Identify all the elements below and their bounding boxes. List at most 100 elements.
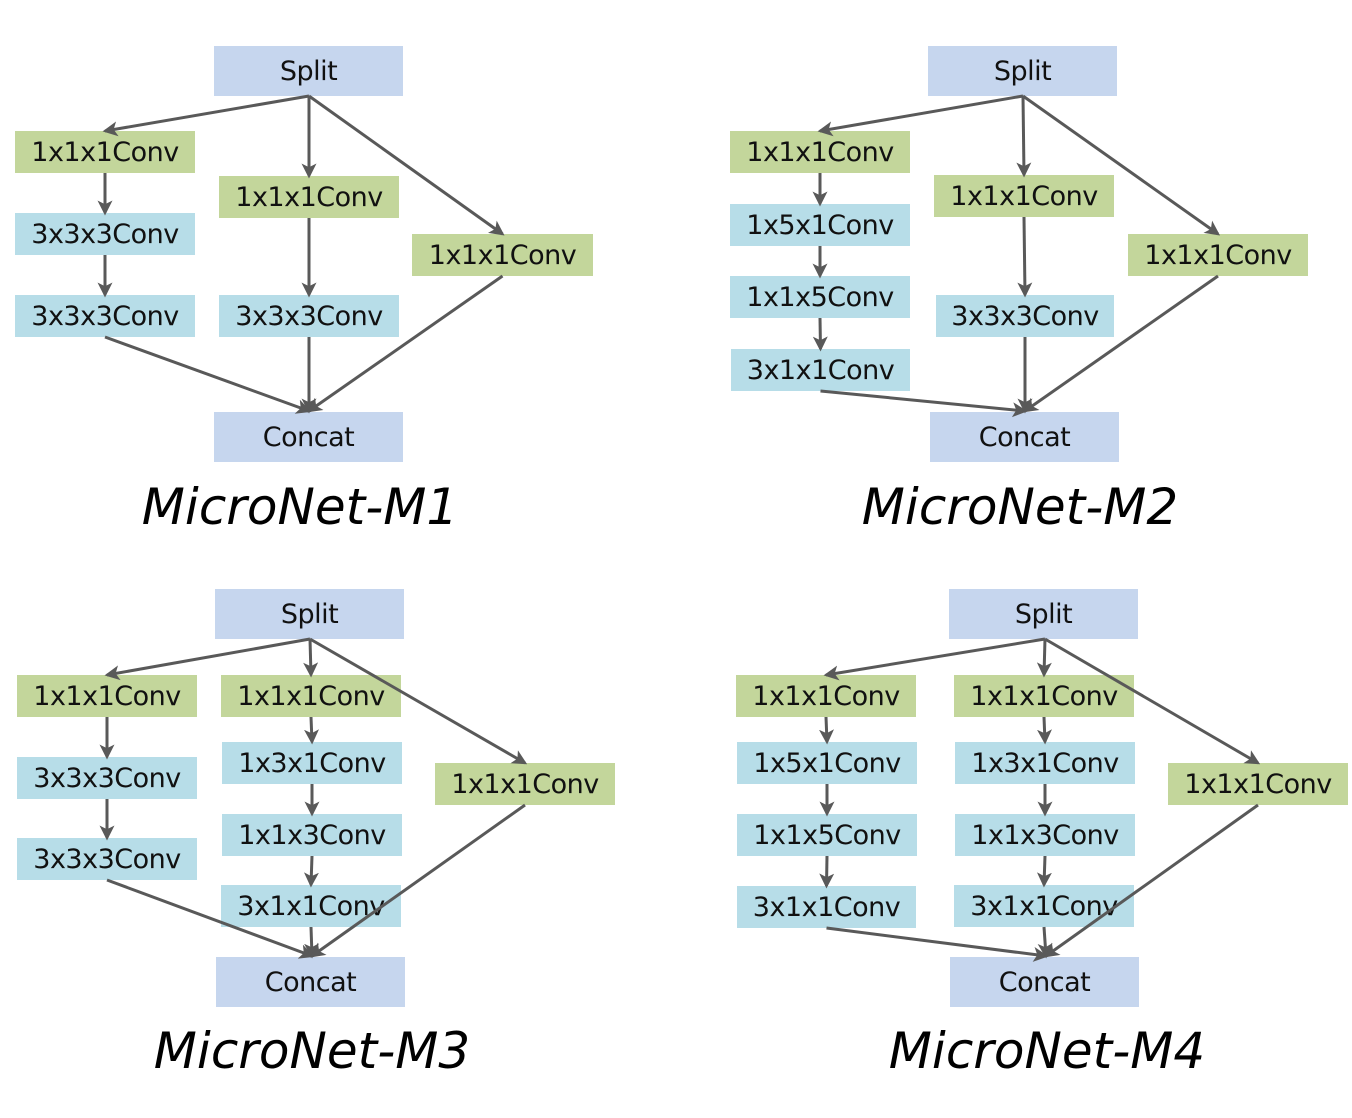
m2-branch1-conv-node-1: 1x1x1Conv xyxy=(730,131,910,173)
m4-title: MicroNet-M4 xyxy=(888,1022,1206,1080)
m3-branch1-conv-node-1-label: 1x1x1Conv xyxy=(33,680,181,712)
m3-branch2-conv-node-4-label: 3x1x1Conv xyxy=(237,890,385,922)
m4-branch2-conv-node-1: 1x1x1Conv xyxy=(954,675,1134,717)
m4-edge-branch1-3-to-4 xyxy=(819,855,835,889)
m2-edge-branch1-to-concat xyxy=(820,389,1028,418)
m4-branch2-conv-node-4-label: 3x1x1Conv xyxy=(970,890,1118,922)
m2-branch1-conv-node-1-label: 1x1x1Conv xyxy=(746,136,894,168)
m2-branch1-conv-node-4-label: 3x1x1Conv xyxy=(746,354,895,386)
m4-branch1-conv-node-3: 1x1x5Conv xyxy=(737,814,917,856)
m3-edge-branch2-1-to-2 xyxy=(304,716,319,745)
m4-edge-split-to-branch1 xyxy=(823,637,1046,681)
m1-edge-branch1-to-concat xyxy=(104,335,312,414)
m3-edge-branch2-to-concat xyxy=(304,926,320,959)
m2-branch2-conv-node-1-label: 1x1x1Conv xyxy=(950,180,1098,212)
m1-branch1-conv-node-1-label: 1x1x1Conv xyxy=(31,136,179,168)
m4-branch1-conv-node-4-label: 3x1x1Conv xyxy=(752,891,901,923)
m3-split-node-label: Split xyxy=(280,598,339,630)
m2-split-node: Split xyxy=(928,46,1117,96)
m1-branch3-conv-node-1: 1x1x1Conv xyxy=(412,234,593,276)
m2-title: MicroNet-M2 xyxy=(861,478,1179,536)
m2-branch3-conv-node-1-label: 1x1x1Conv xyxy=(1144,239,1292,271)
m4-branch1-conv-node-2: 1x5x1Conv xyxy=(737,742,917,784)
m3-edge-split-to-branch2 xyxy=(303,638,319,678)
m4-branch1-conv-node-2-label: 1x5x1Conv xyxy=(753,747,901,779)
m1-title: MicroNet-M1 xyxy=(141,478,459,536)
m2-edge-branch2-1-to-2 xyxy=(1017,216,1033,298)
m3-branch2-conv-node-1-label: 1x1x1Conv xyxy=(237,680,385,712)
m4-edge-split-to-branch3 xyxy=(1044,637,1261,765)
m4-edge-branch2-3-to-4 xyxy=(1036,855,1052,888)
m3-edge-split-to-branch3 xyxy=(309,637,528,765)
m2-branch1-conv-node-2: 1x5x1Conv xyxy=(730,204,910,246)
m1-branch1-conv-node-2-label: 3x3x3Conv xyxy=(31,218,179,250)
m3-branch1-conv-node-3-label: 3x3x3Conv xyxy=(33,843,181,875)
m3-branch3-conv-node-1-label: 1x1x1Conv xyxy=(451,768,599,800)
m1-branch1-conv-node-2: 3x3x3Conv xyxy=(15,213,195,255)
m3-branch1-conv-node-2: 3x3x3Conv xyxy=(17,757,197,799)
m1-branch1-conv-node-3-label: 3x3x3Conv xyxy=(31,300,179,332)
m1-split-node: Split xyxy=(214,46,403,96)
m1-concat-node: Concat xyxy=(214,412,403,462)
m2-edge-branch1-3-to-4 xyxy=(812,317,828,352)
m1-branch3-conv-node-1-label: 1x1x1Conv xyxy=(428,239,577,271)
m4-edge-branch2-to-concat xyxy=(1037,926,1053,959)
m2-edge-branch3-to-concat xyxy=(1022,274,1219,413)
m2-branch2-conv-node-2-label: 3x3x3Conv xyxy=(951,300,1099,332)
m3-concat-node: Concat xyxy=(216,957,405,1007)
m4-branch3-conv-node-1-label: 1x1x1Conv xyxy=(1184,768,1332,800)
m4-branch2-conv-node-2-label: 1x3x1Conv xyxy=(971,747,1119,779)
m2-split-node-label: Split xyxy=(993,55,1052,87)
m1-branch2-conv-node-2: 3x3x3Conv xyxy=(219,295,399,337)
m2-edge-split-to-branch2 xyxy=(1016,95,1032,178)
m1-branch2-conv-node-1-label: 1x1x1Conv xyxy=(235,181,383,213)
m1-split-node-label: Split xyxy=(279,55,338,87)
m1-edge-branch3-to-concat xyxy=(306,274,504,413)
m4-edge-branch2-1-to-2 xyxy=(1037,716,1052,745)
m3-edge-branch3-to-concat xyxy=(309,803,526,958)
m1-branch2-conv-node-1: 1x1x1Conv xyxy=(219,176,399,218)
m2-branch3-conv-node-1: 1x1x1Conv xyxy=(1128,234,1308,276)
m4-branch3-conv-node-1: 1x1x1Conv xyxy=(1168,763,1348,805)
m3-branch1-conv-node-3: 3x3x3Conv xyxy=(17,838,197,880)
m3-branch1-conv-node-1: 1x1x1Conv xyxy=(17,675,197,717)
m3-branch3-conv-node-1: 1x1x1Conv xyxy=(435,763,615,805)
m2-branch1-conv-node-4: 3x1x1Conv xyxy=(731,349,910,391)
m3-branch2-conv-node-2-label: 1x3x1Conv xyxy=(238,747,386,779)
m3-branch2-conv-node-4: 3x1x1Conv xyxy=(221,885,401,927)
m4-edge-branch1-to-concat xyxy=(826,926,1049,962)
m4-branch1-conv-node-1-label: 1x1x1Conv xyxy=(752,680,900,712)
m1-edge-split-to-branch1 xyxy=(102,94,310,137)
m2-branch1-conv-node-3-label: 1x1x5Conv xyxy=(746,281,894,313)
m3-concat-node-label: Concat xyxy=(264,966,357,998)
m1-branch2-conv-node-2-label: 3x3x3Conv xyxy=(235,300,383,332)
m2-branch1-conv-node-2-label: 1x5x1Conv xyxy=(746,209,894,241)
m2-concat-node-label: Concat xyxy=(978,421,1071,453)
m4-edge-branch3-to-concat xyxy=(1043,803,1259,958)
m3-edge-branch2-3-to-4 xyxy=(303,855,319,888)
m4-concat-node: Concat xyxy=(950,957,1139,1007)
m4-branch2-conv-node-2: 1x3x1Conv xyxy=(955,742,1135,784)
m3-branch2-conv-node-3-label: 1x1x3Conv xyxy=(238,819,386,851)
m2-branch2-conv-node-2: 3x3x3Conv xyxy=(936,295,1114,337)
m2-concat-node: Concat xyxy=(930,412,1119,462)
m3-branch1-conv-node-2-label: 3x3x3Conv xyxy=(33,762,181,794)
m3-title: MicroNet-M3 xyxy=(153,1022,471,1080)
m4-branch2-conv-node-4: 3x1x1Conv xyxy=(954,885,1134,927)
m2-edge-split-to-branch3 xyxy=(1022,94,1221,236)
m3-edge-branch1-to-concat xyxy=(106,878,315,959)
m2-edge-split-to-branch1 xyxy=(817,94,1024,137)
m3-branch2-conv-node-2: 1x3x1Conv xyxy=(222,742,402,784)
m1-edge-split-to-branch3 xyxy=(308,94,505,236)
m4-branch1-conv-node-3-label: 1x1x5Conv xyxy=(753,819,901,851)
m4-branch2-conv-node-3: 1x1x3Conv xyxy=(955,814,1135,856)
m4-branch1-conv-node-4: 3x1x1Conv xyxy=(737,886,916,928)
m4-branch1-conv-node-1: 1x1x1Conv xyxy=(736,675,916,717)
m4-split-node-label: Split xyxy=(1014,598,1073,630)
m4-split-node: Split xyxy=(949,589,1138,639)
m3-edge-split-to-branch1 xyxy=(104,637,311,681)
m4-edge-branch1-1-to-2 xyxy=(819,716,834,745)
m4-branch2-conv-node-3-label: 1x1x3Conv xyxy=(971,819,1119,851)
